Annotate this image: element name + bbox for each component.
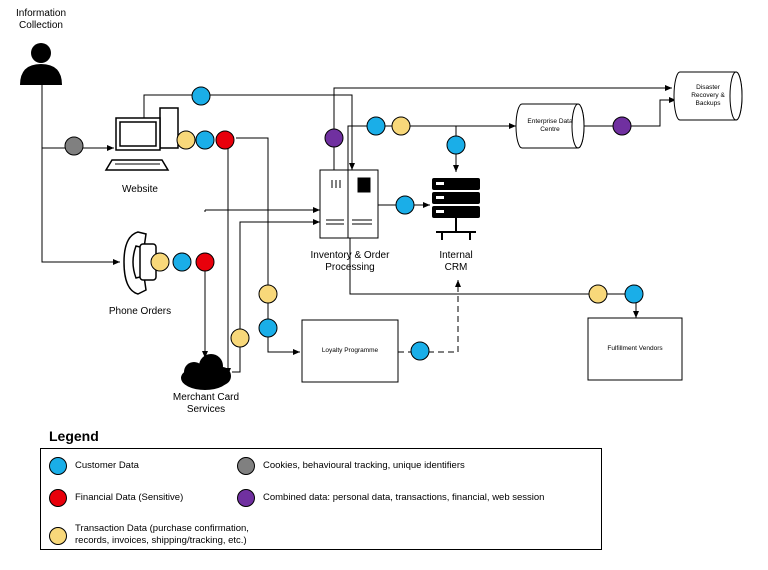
- disaster-recovery-label: Disaster Recovery & Backups: [691, 84, 725, 107]
- line-person-to-phone: [41, 148, 120, 265]
- dot-transaction-fulfil: [588, 284, 608, 304]
- inventory-server-icon: [319, 169, 379, 239]
- fulfillment-label: Fulfillment Vendors: [607, 345, 663, 352]
- legend-transaction-label: Transaction Data (purchase confirmation,…: [75, 523, 249, 546]
- legend-customer-dot: [49, 457, 67, 475]
- line-website-to-inventory: [236, 137, 320, 213]
- dot-transaction-dc: [391, 116, 411, 136]
- dot-customer-loyalty: [410, 341, 430, 361]
- dot-combined-inventory: [324, 128, 344, 148]
- dot-transaction-website: [176, 130, 196, 150]
- phone-icon: [123, 231, 157, 295]
- legend-cookies-label: Cookies, behavioural tracking, unique id…: [263, 460, 465, 471]
- legend-cookies-dot: [237, 457, 255, 475]
- cloud-icon: [181, 354, 231, 390]
- legend-title: Legend: [49, 428, 99, 444]
- legend-combined-dot: [237, 489, 255, 507]
- inventory-label: Inventory & Order Processing: [310, 250, 390, 273]
- dot-customer-website: [195, 130, 215, 150]
- legend-transaction-dot: [49, 527, 67, 545]
- line-merchant-up: [232, 219, 320, 373]
- legend-financial-label: Financial Data (Sensitive): [75, 492, 184, 503]
- phone-orders-label: Phone Orders: [108, 306, 172, 317]
- loyalty-label: Loyalty Programme: [321, 347, 379, 354]
- dot-customer-inv-crm: [395, 195, 415, 215]
- dot-customer-dc: [366, 116, 386, 136]
- dot-customer-fulfil: [624, 284, 644, 304]
- dot-financial-website: [215, 130, 235, 150]
- legend-combined-label: Combined data: personal data, transactio…: [263, 492, 545, 503]
- loyalty-box: [301, 319, 399, 383]
- legend-customer-label: Customer Data: [75, 460, 139, 471]
- legend-box: Customer Data Financial Data (Sensitive)…: [40, 448, 602, 550]
- merchant-card-label: Merchant Card Services: [172, 392, 240, 415]
- dot-cookies-website: [64, 136, 84, 156]
- internal-crm-label: Internal CRM: [439, 250, 473, 273]
- dot-transaction-mid: [258, 284, 278, 304]
- legend-financial-dot: [49, 489, 67, 507]
- dot-customer-top: [191, 86, 211, 106]
- dot-customer-phone: [172, 252, 192, 272]
- dot-transaction-merchant: [230, 328, 250, 348]
- dot-financial-phone: [195, 252, 215, 272]
- line-inventory-to-fulfillment: [349, 238, 639, 318]
- info-collection-label: Information Collection: [15, 8, 67, 31]
- data-dots: [64, 86, 644, 361]
- crm-server-icon: [432, 178, 480, 240]
- line-website-to-inventory-top: [143, 94, 355, 170]
- fulfillment-box: [587, 317, 683, 381]
- dot-transaction-phone: [150, 252, 170, 272]
- computer-icon: [104, 107, 179, 171]
- dot-customer-mid: [258, 318, 278, 338]
- dot-combined-dc: [612, 116, 632, 136]
- dot-customer-crm: [446, 135, 466, 155]
- website-label: Website: [122, 184, 158, 195]
- disaster-recovery-cylinder: [673, 71, 743, 121]
- enterprise-dc-label: Enterprise Data Centre: [527, 118, 573, 133]
- line-website-to-loyalty: [267, 210, 300, 355]
- line-loyalty-to-crm: [398, 280, 461, 353]
- enterprise-dc-cylinder: [515, 103, 585, 149]
- line-inventory-to-dc: [347, 123, 516, 170]
- person-icon: [20, 43, 62, 85]
